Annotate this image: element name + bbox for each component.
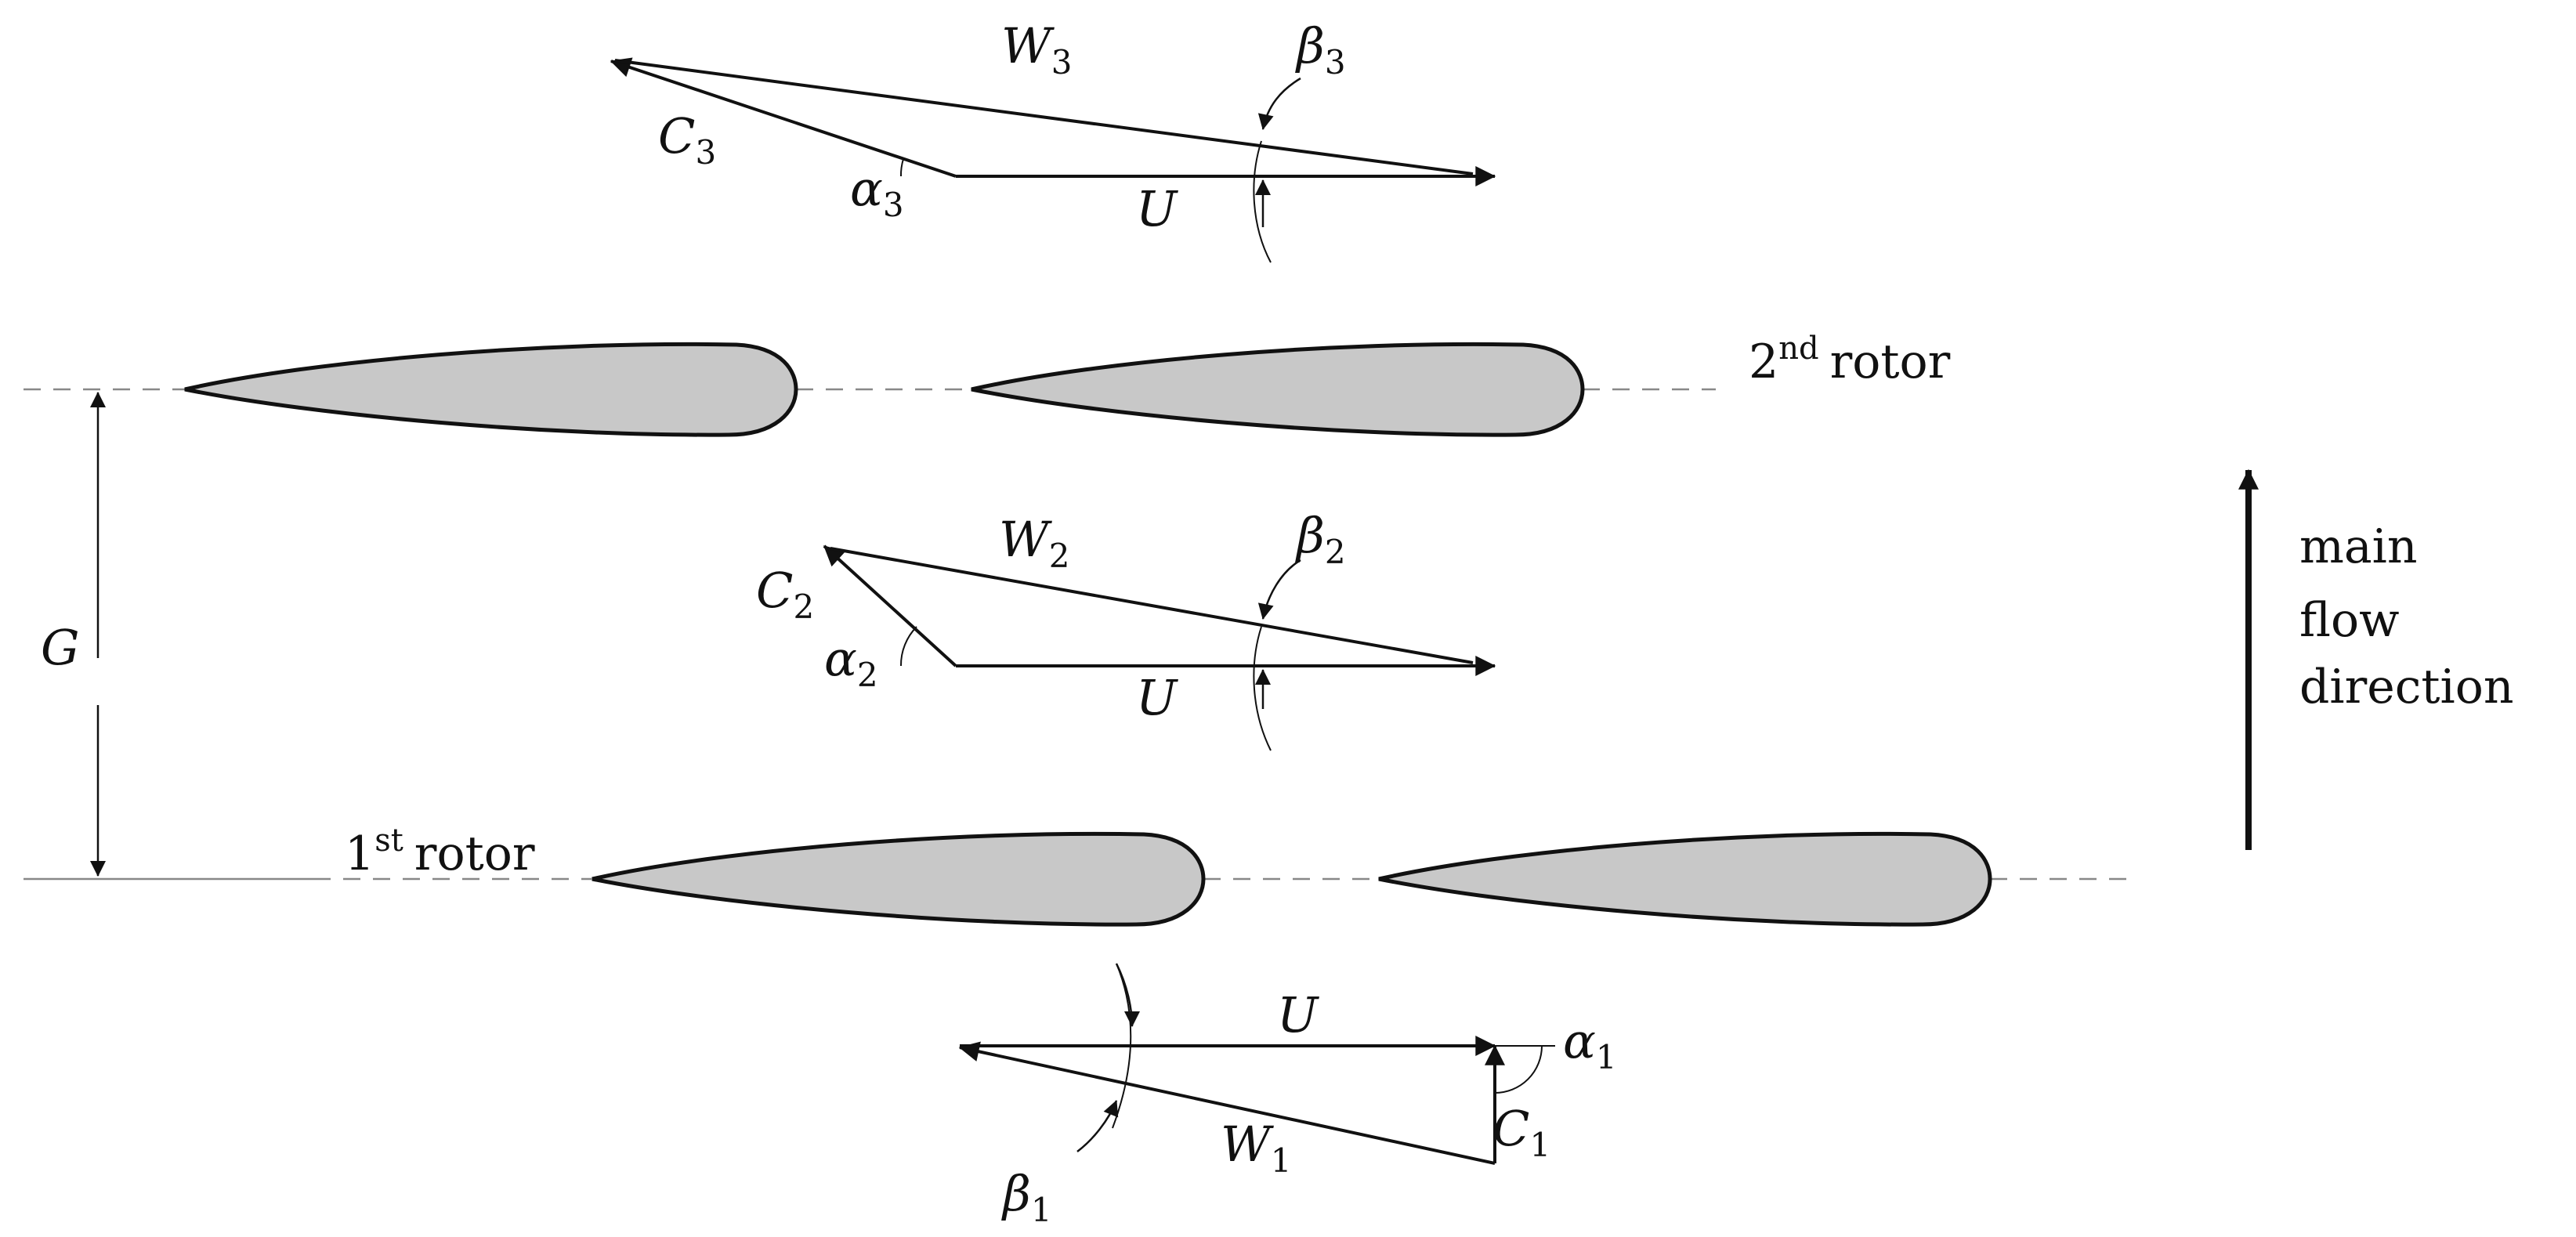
between-W-vector [830, 547, 1474, 664]
blade-1-right [1378, 831, 1992, 927]
outlet-W-vector [614, 59, 1474, 175]
blade-1-left [592, 831, 1206, 927]
inlet-beta-arc [1112, 963, 1132, 1129]
between-C-label: C2 [756, 562, 814, 626]
between-beta-arc [1253, 626, 1272, 751]
flow-label-line-2: flow [2299, 593, 2400, 648]
blade-2-right [971, 342, 1585, 437]
inlet-alpha-arc [1494, 1045, 1543, 1094]
between-U-label: U [1136, 669, 1178, 726]
gap-label: G [41, 619, 80, 676]
outlet-C-label: C3 [658, 107, 716, 172]
second-rotor-blades [184, 342, 1585, 437]
outlet-alpha-label: α3 [850, 160, 904, 224]
inlet-W-label: W1 [1221, 1116, 1291, 1180]
between-alpha-arc [899, 626, 917, 667]
outlet-W-label: W3 [1001, 17, 1072, 81]
inlet-velocity-triangle [958, 963, 1555, 1165]
inlet-U-label: U [1277, 986, 1319, 1043]
outlet-C-vector [610, 57, 957, 178]
first-rotor-blades [592, 831, 1992, 927]
inlet-C-label: C1 [1492, 1100, 1550, 1164]
inlet-beta-label: β1 [1001, 1165, 1052, 1229]
outlet-beta-label: β3 [1295, 17, 1346, 81]
outlet-alpha-arc [899, 158, 904, 177]
flow-label-line-1: main [2299, 519, 2418, 574]
inlet-W-vector [958, 1041, 1496, 1165]
between-velocity-triangle [823, 544, 1496, 751]
flow-label-line-3: direction [2299, 660, 2513, 714]
between-alpha-label: α2 [824, 630, 878, 694]
blade-2-left [184, 342, 798, 437]
between-W-label: W2 [999, 511, 1069, 575]
between-C-vector [823, 544, 957, 667]
outlet-beta-arc [1253, 140, 1272, 263]
inlet-alpha-label: α1 [1563, 1012, 1617, 1076]
outlet-velocity-triangle [610, 57, 1496, 263]
between-beta-label: β2 [1295, 507, 1346, 571]
outlet-U-label: U [1136, 180, 1178, 237]
